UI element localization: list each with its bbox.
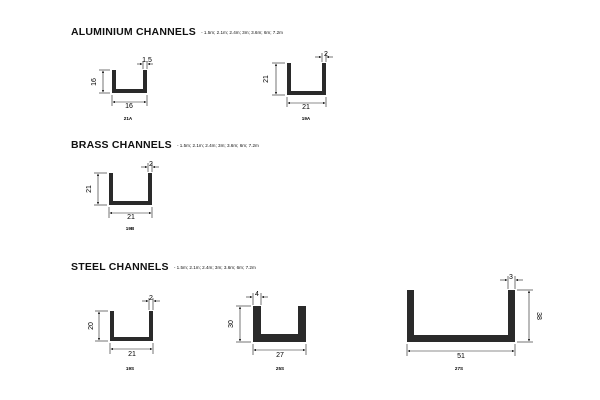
profile-19b: 21 21 2 19B (86, 161, 159, 231)
dim-height-19s: 20 (88, 322, 95, 330)
dim-width-19b: 21 (127, 214, 135, 221)
dim-width-21a: 16 (125, 103, 133, 110)
channel-shape-27s (407, 290, 515, 342)
dim-height-25s: 30 (228, 320, 235, 328)
steel-section-title: STEEL CHANNELS - 1.5m; 2.1m; 2.4m; 3m; 3… (71, 261, 256, 273)
dim-width-27s: 51 (457, 353, 465, 360)
dim-height-27s: 38 (535, 312, 542, 320)
channel-shape-19s (110, 311, 153, 341)
dim-thickness-19b: 2 (149, 161, 153, 168)
code-label-19a: 19A (302, 116, 311, 121)
dim-width-19s: 21 (128, 351, 136, 358)
profile-19a: 21 21 2 19A (263, 51, 333, 121)
aluminium-section-title: ALUMINIUM CHANNELS - 1.5m; 2.1m; 2.4m; 3… (71, 26, 283, 38)
dim-thickness-25s: 4 (255, 291, 259, 298)
channel-shape-25s (253, 306, 306, 342)
code-label-25s: 25S (276, 366, 284, 371)
channel-shape-21a (112, 70, 147, 93)
dim-height-19a: 21 (263, 75, 270, 83)
code-label-27s: 27S (455, 366, 463, 371)
dim-thickness-19a: 2 (324, 51, 328, 58)
code-label-19s: 19S (126, 366, 134, 371)
dim-width-19a: 21 (302, 104, 310, 111)
code-label-19b: 19B (126, 226, 135, 231)
dim-thickness-19s: 2 (149, 295, 153, 302)
dim-thickness-27s: 3 (509, 274, 513, 281)
steel-title: STEEL CHANNELS (71, 261, 169, 273)
profile-27s: 51 38 3 27S (406, 274, 542, 371)
aluminium-title: ALUMINIUM CHANNELS (71, 26, 196, 38)
aluminium-sizes: - 1.5m; 2.1m; 2.4m; 3m; 3.6m; 6m; 7.2m (201, 30, 284, 35)
dim-height-19b: 21 (86, 185, 93, 193)
steel-sizes: - 1.5m; 2.1m; 2.4m; 3m; 3.6m; 6m; 7.2m (173, 265, 256, 270)
dim-width-25s: 27 (276, 352, 284, 359)
profile-25s: 27 30 4 25S (228, 291, 307, 371)
brass-title: BRASS CHANNELS (71, 139, 172, 151)
profile-19s: 21 20 2 19S (88, 295, 160, 371)
brass-sizes: - 1.5m; 2.1m; 2.4m; 3m; 3.6m; 6m; 7.2m (176, 143, 259, 148)
dim-height-21a: 16 (91, 78, 98, 86)
dim-thickness-21a: 1.5 (142, 57, 152, 64)
code-label-21a: 21A (124, 116, 133, 121)
profile-21a: 16 16 1.5 21A (91, 57, 153, 121)
channel-shape-19a (287, 63, 326, 95)
brass-section-title: BRASS CHANNELS - 1.5m; 2.1m; 2.4m; 3m; 3… (71, 139, 259, 151)
channel-shape-19b (109, 173, 152, 205)
